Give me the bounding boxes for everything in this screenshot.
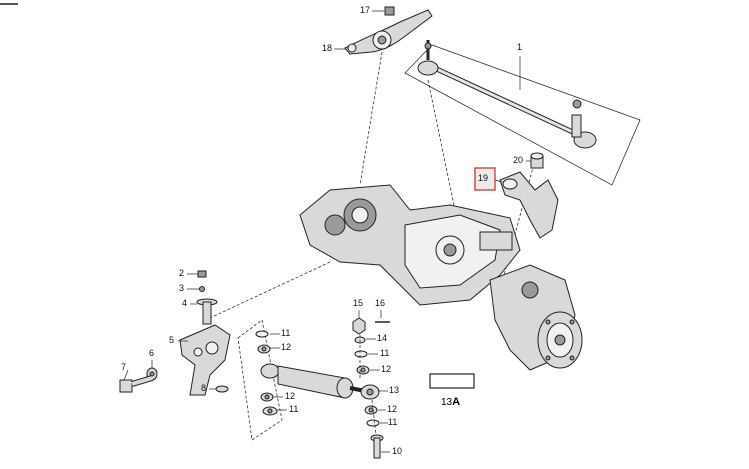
- nut-15: [352, 317, 366, 335]
- nut-17: [384, 6, 395, 16]
- callout-11-b[interactable]: 11: [289, 404, 299, 414]
- seal-right-bottom: [366, 419, 380, 427]
- callout-7[interactable]: 7: [121, 362, 127, 372]
- callout-19-highlight[interactable]: [474, 167, 496, 191]
- callout-14[interactable]: 14: [377, 333, 388, 343]
- bolt-10: [370, 434, 384, 459]
- legend-suffix: A: [452, 396, 461, 408]
- callout-1[interactable]: 1: [517, 42, 523, 52]
- callout-13[interactable]: 13: [389, 385, 400, 395]
- callout-12-c[interactable]: 12: [381, 364, 392, 374]
- callout-12-a[interactable]: 12: [281, 342, 292, 352]
- callout-16[interactable]: 16: [375, 298, 386, 308]
- nut-8: [215, 385, 229, 393]
- callout-11-a[interactable]: 11: [281, 328, 291, 338]
- bolt-7: [119, 375, 153, 393]
- axle-housing: [299, 184, 521, 306]
- callout-11-c[interactable]: 11: [380, 348, 390, 358]
- callout-2[interactable]: 2: [179, 268, 185, 278]
- callout-4[interactable]: 4: [182, 298, 188, 308]
- callout-20[interactable]: 20: [513, 155, 524, 165]
- hydraulic-cylinder: [260, 363, 380, 400]
- bolt-2: [197, 270, 207, 278]
- callout-8[interactable]: 8: [201, 383, 207, 393]
- tie-rod: [417, 40, 597, 149]
- callout-3[interactable]: 3: [179, 283, 185, 293]
- legend-number: 13: [441, 397, 453, 408]
- bushing-20: [530, 152, 544, 169]
- callout-17[interactable]: 17: [360, 5, 371, 15]
- legend-label: 13A: [441, 396, 460, 408]
- bearing-right-top: [356, 365, 370, 375]
- callout-18[interactable]: 18: [322, 43, 333, 53]
- legend-box: [429, 373, 475, 389]
- bracket-5: [179, 324, 231, 396]
- washer-3: [199, 286, 205, 292]
- wheel-hub: [489, 264, 583, 371]
- tie-rod-frame: [404, 44, 641, 186]
- seal-left-top: [255, 330, 271, 354]
- cylinder-left-frame: [237, 319, 283, 441]
- callout-5[interactable]: 5: [169, 335, 175, 345]
- steering-knuckle-arm: [499, 171, 559, 239]
- callout-11-d[interactable]: 11: [388, 417, 398, 427]
- callout-19[interactable]: 19: [478, 173, 489, 183]
- pin-4: [196, 298, 218, 325]
- callout-12-d[interactable]: 12: [387, 404, 398, 414]
- callout-6[interactable]: 6: [149, 348, 155, 358]
- seal-left-bottom: [260, 392, 278, 416]
- callout-15[interactable]: 15: [353, 298, 364, 308]
- seal-right-top: [354, 350, 368, 358]
- callout-10[interactable]: 10: [392, 446, 403, 456]
- callout-12-b[interactable]: 12: [285, 391, 296, 401]
- upper-bracket: [344, 9, 433, 55]
- bearing-right-bottom: [364, 405, 378, 415]
